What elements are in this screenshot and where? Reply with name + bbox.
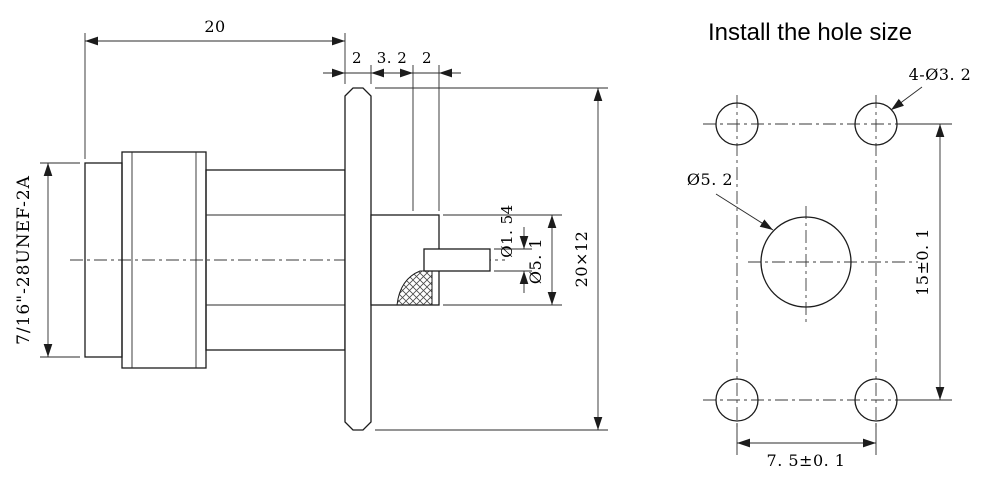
- horizontal-pitch-label: 7. 5±0. 1: [767, 451, 846, 470]
- corner-hole-top-right: [854, 102, 898, 146]
- dim-flange-thickness-label: 2: [352, 49, 362, 67]
- dim-vertical-pitch: 15±0. 1: [899, 123, 952, 401]
- thread-spec-label: 7/16"-28UNEF-2A: [14, 175, 34, 345]
- side-view: 20 2 3. 2 2 7/16"-28UNEF-2A Ø1. 54: [14, 17, 608, 431]
- dim-insulator-length-label: 3. 2: [377, 49, 408, 67]
- nut-chamfer-lines: [131, 152, 197, 368]
- dim-extension-lines: [443, 214, 562, 306]
- boss-diameter-label: Ø5. 1: [526, 238, 545, 284]
- dim-extension-lines: [370, 65, 440, 211]
- hole-centerlines: [703, 95, 918, 430]
- connector-outline: [84, 87, 491, 431]
- dim-boss-diameter: Ø5. 1: [443, 214, 562, 306]
- vertical-pitch-label: 15±0. 1: [913, 228, 932, 296]
- bore-lines: [206, 214, 345, 306]
- pin-diameter-label: Ø1. 54: [498, 204, 516, 257]
- dim-horizontal-pitch: 7. 5±0. 1: [736, 423, 877, 470]
- dim-extension-lines: [375, 87, 608, 431]
- dim-overall-length: 20: [84, 17, 346, 159]
- corner-hole-bottom-right: [854, 378, 898, 422]
- dim-pin-diameter: Ø1. 54: [494, 204, 532, 293]
- leader-line: [715, 193, 774, 231]
- holes: [715, 102, 898, 422]
- dim-extension-lines: [84, 33, 346, 159]
- corner-hole-bottom-left: [715, 378, 759, 422]
- flange-size-label: 20×12: [572, 231, 591, 288]
- dim-flange-chain: 2 3. 2 2: [323, 49, 461, 211]
- flange-outline: [344, 87, 372, 431]
- dim-pin-protrusion-label: 2: [422, 49, 432, 67]
- hole-pattern-view: Install the hole size 4-Ø3. 2 Ø5. 2: [687, 19, 971, 470]
- center-hole: [760, 216, 852, 308]
- dim-overall-length-label: 20: [204, 17, 225, 36]
- dim-flange-size: 20×12: [375, 87, 608, 431]
- center-hole-label: Ø5. 2: [687, 170, 733, 189]
- leader-line: [890, 86, 923, 111]
- callout-center-hole: Ø5. 2: [687, 170, 774, 231]
- corner-hole-top-left: [715, 102, 759, 146]
- dim-thread-spec: 7/16"-28UNEF-2A: [14, 162, 80, 358]
- corner-holes-label: 4-Ø3. 2: [909, 65, 972, 84]
- callout-corner-holes: 4-Ø3. 2: [890, 65, 972, 111]
- insulator-hatch: [396, 270, 433, 306]
- page-title: Install the hole size: [708, 19, 912, 46]
- center-pin-outline: [423, 248, 491, 272]
